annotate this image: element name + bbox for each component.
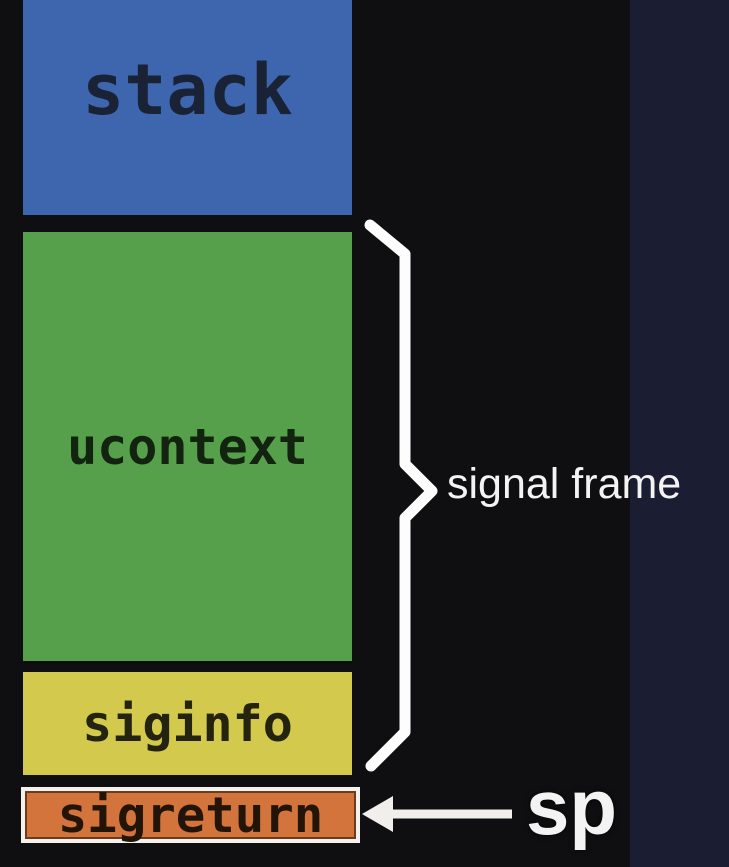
siginfo-box: siginfo bbox=[23, 672, 352, 775]
sigreturn-box: sigreturn bbox=[25, 786, 356, 844]
signal-frame-brace bbox=[364, 219, 438, 772]
stack-pointer-label: sp bbox=[526, 763, 618, 851]
right-background-band bbox=[630, 0, 729, 867]
sigreturn-highlight-frame: sigreturn bbox=[21, 787, 360, 843]
signal-frame-label: signal frame bbox=[447, 460, 682, 508]
sp-arrow-head bbox=[362, 796, 393, 832]
ucontext-box: ucontext bbox=[23, 232, 352, 661]
ucontext-label: ucontext bbox=[67, 417, 308, 476]
sigreturn-label: sigreturn bbox=[57, 786, 324, 844]
siginfo-label: siginfo bbox=[82, 694, 293, 753]
stack-label: stack bbox=[82, 49, 293, 131]
stack-box: stack bbox=[23, 0, 352, 215]
